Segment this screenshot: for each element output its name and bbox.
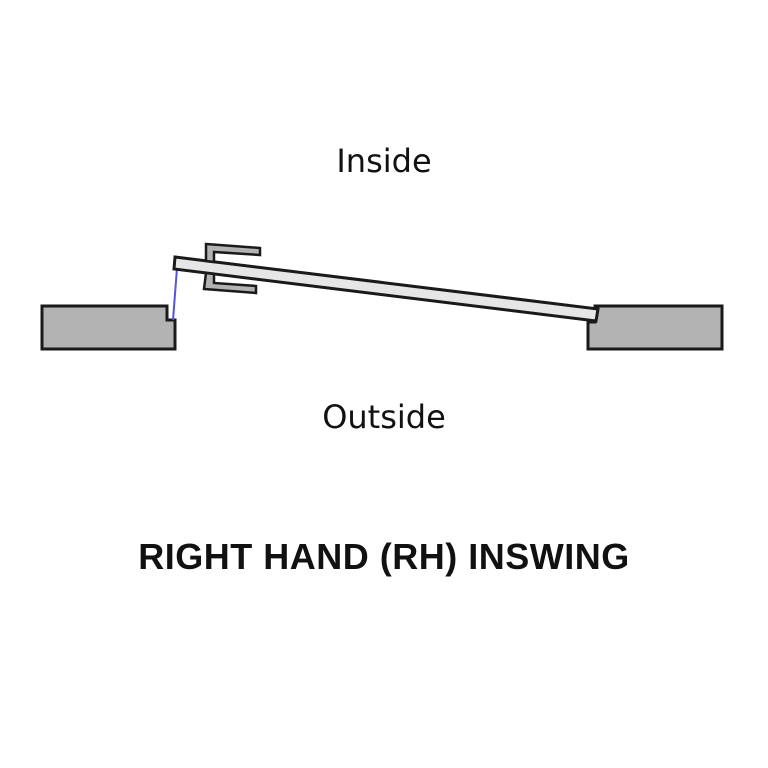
- hinge-lower: [202, 271, 258, 295]
- door-slab: [172, 255, 600, 323]
- diagram-title: RIGHT HAND (RH) INSWING: [138, 536, 630, 577]
- outside-label: Outside: [322, 398, 446, 436]
- inside-label: Inside: [336, 142, 432, 180]
- swing-line: [172, 267, 178, 321]
- right-jamb: [586, 304, 724, 351]
- left-jamb: [40, 304, 177, 351]
- hinge-icon: [204, 242, 262, 264]
